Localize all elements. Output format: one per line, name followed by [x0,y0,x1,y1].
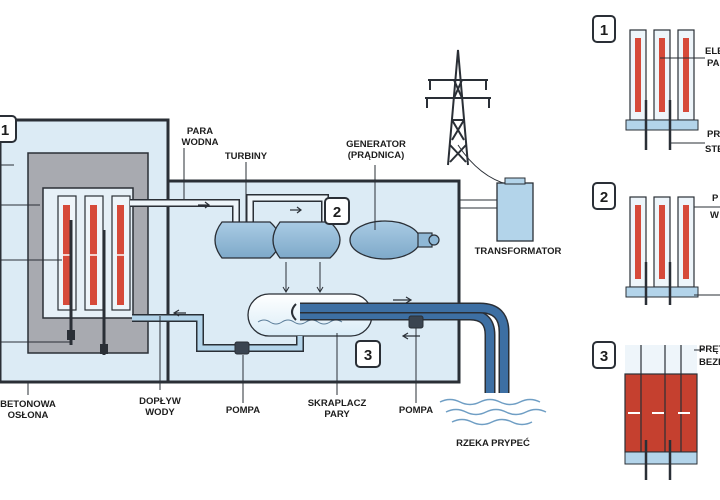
label-rzeka: RZEKA PRYPEĆ [456,437,530,449]
svg-text:3: 3 [600,348,608,365]
turbine-hall [166,179,461,384]
control-rods [67,220,108,355]
side1-label-bot-2: STE [705,144,720,155]
svg-text:3: 3 [364,347,372,364]
river-waves [439,398,547,426]
svg-text:2: 2 [333,204,341,221]
label-pompa-left: POMPA [226,405,260,416]
badge-main-1: 1 [0,115,17,143]
pump-left [234,341,250,355]
steam-pipe [130,194,329,222]
cooling-loop [291,302,510,393]
side3-label-top-1: PRĘT [699,344,720,355]
label-turbiny: TURBINY [225,151,268,162]
generator [349,220,440,260]
svg-text:2: 2 [600,189,608,206]
fuel-channels [57,195,131,311]
side-panel-3: 3 [592,341,705,480]
side1-label-bot-1: PR [707,129,720,140]
side3-label-top-2: BEZP [699,357,720,368]
label-generator-1: GENERATOR [346,139,406,150]
label-doplyw-2: WODY [145,407,175,418]
svg-text:1: 1 [600,22,608,39]
svg-text:1: 1 [1,122,9,139]
label-transformator: TRANSFORMATOR [475,246,562,257]
side1-label-top-2: PA [707,58,720,69]
side-panel-1: 1 [592,15,705,150]
feedwater-pipe [132,314,304,352]
label-doplyw-1: DOPŁYW [139,396,181,407]
pump-right [408,315,424,329]
side2-label-top-2: W [710,210,719,221]
side2-label-top-1: P [712,193,719,204]
label-para-wodna-1: PARA [187,126,213,137]
side1-label-top-1: ELE [705,46,720,57]
side-panel-2: 2 [592,182,720,305]
label-skraplacz-2: PARY [324,409,350,420]
label-skraplacz-1: SKRAPLACZ [308,398,367,409]
label-pompa-right: POMPA [399,405,433,416]
power-tower [425,49,491,166]
transformer [459,177,534,242]
label-para-wodna-2: WODNA [182,137,219,148]
label-generator-2: (PRĄDNICA) [348,150,404,161]
label-betonowa-1: BETONOWA [0,399,56,410]
turbines [214,221,341,259]
badge-main-2: 2 [324,197,350,225]
badge-main-3: 3 [355,340,381,368]
label-betonowa-2: OSŁONA [8,410,49,421]
